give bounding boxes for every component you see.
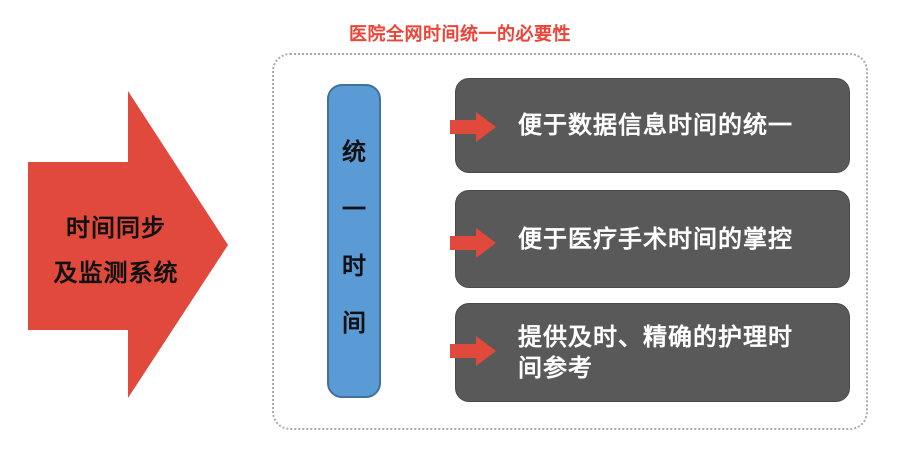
bar-char: 间	[342, 309, 366, 337]
big-right-arrow-icon	[28, 91, 228, 398]
dotted-container	[272, 53, 868, 430]
small-right-arrow-icon	[450, 336, 496, 366]
unified-time-bar: 统 一 时 间	[327, 84, 381, 398]
item-label: 便于医疗手术时间的掌控	[518, 225, 793, 253]
item-box-nursing-time: 提供及时、精确的护理时间参考	[455, 303, 850, 402]
main-arrow-label: 时间同步 及监测系统	[30, 206, 202, 296]
item-label: 提供及时、精确的护理时间参考	[518, 323, 793, 382]
item-box-surgery-time: 便于医疗手术时间的掌控	[455, 190, 850, 288]
bar-char: 时	[342, 252, 366, 280]
bar-char: 统	[342, 138, 366, 166]
item-label: 便于数据信息时间的统一	[518, 112, 793, 139]
diagram-title: 医院全网时间统一的必要性	[349, 24, 571, 44]
small-right-arrow-icon	[450, 112, 496, 142]
bar-char: 一	[342, 195, 366, 223]
main-arrow-label-line2: 及监测系统	[53, 260, 179, 287]
main-arrow-label-line1: 时间同步	[66, 215, 166, 242]
item-box-data-unification: 便于数据信息时间的统一	[455, 78, 850, 173]
small-right-arrow-icon	[450, 228, 496, 258]
